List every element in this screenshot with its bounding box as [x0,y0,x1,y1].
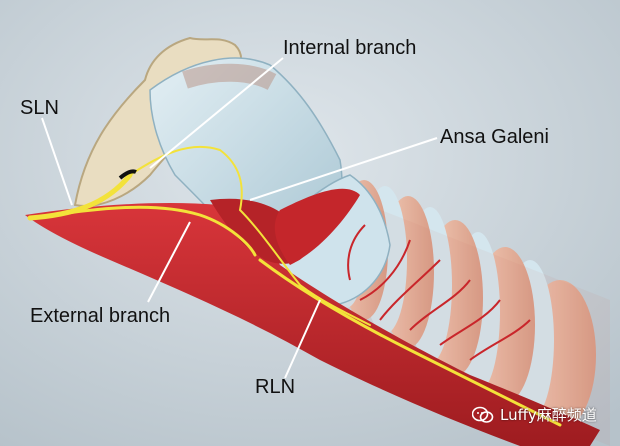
label-sln: SLN [20,97,59,119]
wechat-icon [472,406,494,423]
label-ansa-galeni: Ansa Galeni [440,126,549,148]
vessels [347,224,531,361]
label-rln: RLN [255,376,296,398]
label-external-branch: External branch [30,305,171,327]
watermark-text: Luffy麻醉频道 [500,406,597,424]
leader-lines [41,57,438,379]
label-internal-branch: Internal branch [283,37,417,59]
nerves [27,145,562,427]
watermark: Luffy麻醉频道 [472,404,597,425]
